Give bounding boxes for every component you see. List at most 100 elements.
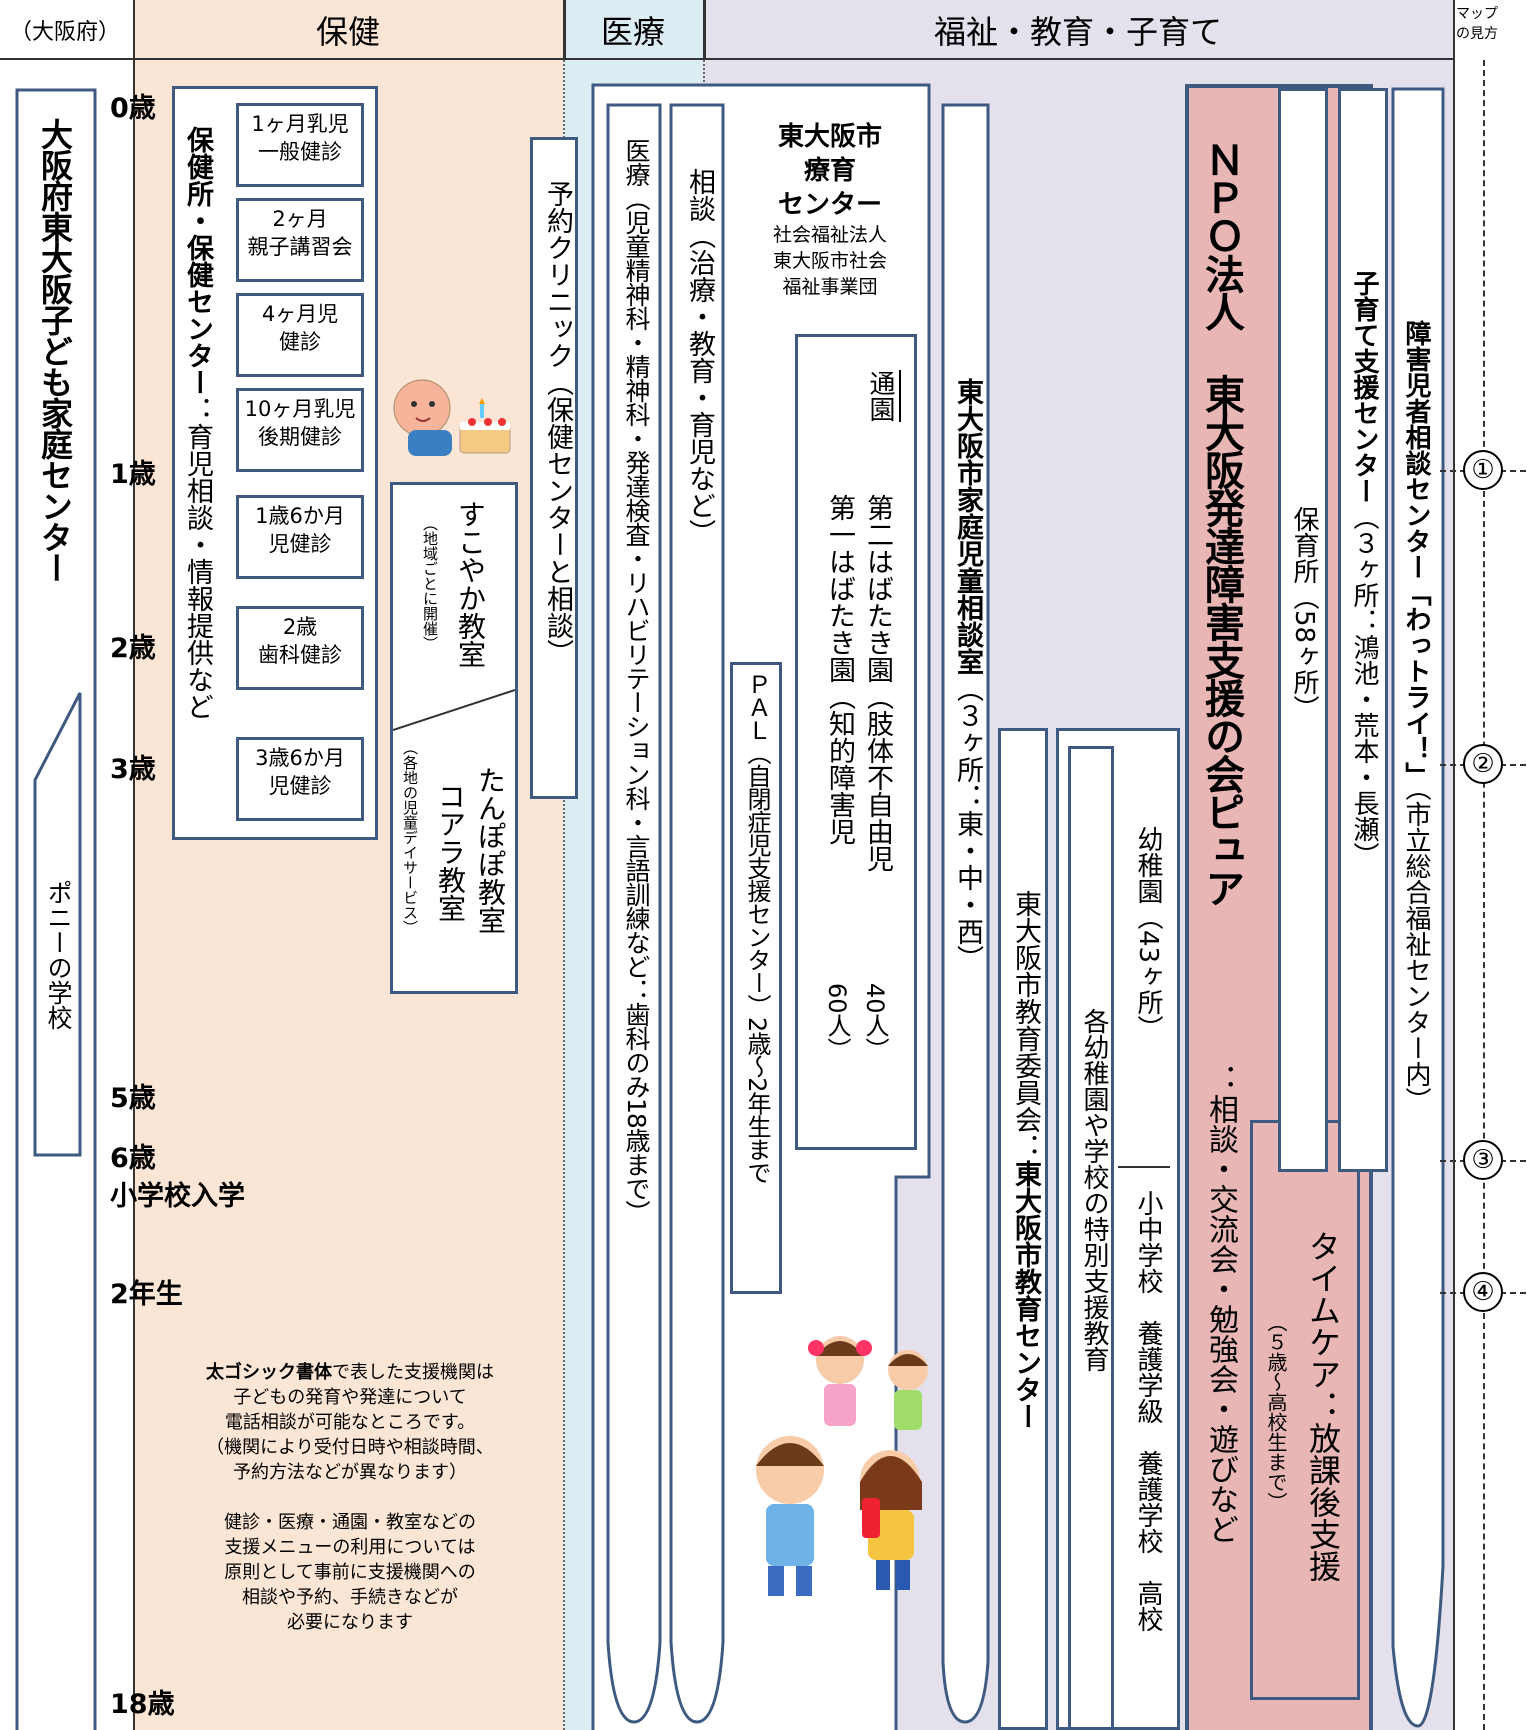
note-line-10: 必要になります	[287, 1612, 413, 1633]
iryo-box	[606, 103, 662, 1724]
iryo-fukushi-divider	[703, 0, 706, 58]
checkup-2month: 2ヶ月親子講習会	[236, 198, 364, 282]
map-guide-line2: の見方	[1456, 26, 1498, 42]
hokensho-desc: ：育児相談・情報提供など	[182, 396, 213, 720]
age-3: 3歳	[110, 754, 156, 785]
prefecture-header: （大阪府）	[9, 20, 120, 45]
yoyaku-clinic-box	[530, 137, 578, 799]
note-line-5: 予約方法などが異なります）	[233, 1462, 467, 1483]
checkup-10month: 10ヶ月乳児後期健診	[236, 388, 364, 472]
note-line-2: 子どもの発育や発達について	[233, 1387, 467, 1408]
pal-label: ＰＡＬ（自閉症児支援センター）2歳～2年生まで	[743, 672, 771, 1184]
pony-school-box	[33, 692, 82, 1157]
note-line-6: 健診・医療・通園・教室などの	[224, 1512, 476, 1533]
marker-3: ③	[1463, 1140, 1503, 1180]
kosodate-box	[1338, 88, 1388, 1172]
ryoiku-s2: 東大阪市社会	[772, 250, 887, 272]
hoken-header: 保健	[315, 13, 380, 51]
note-line-8: 原則として事前に支援機関への	[224, 1562, 476, 1583]
shogai-title: 障害児者相談センター「わっトライ！」	[1401, 320, 1431, 788]
note-line-1: 太ゴシック書体で表した支援機関は	[206, 1362, 494, 1383]
ryoiku-center-title: 東大阪市 療育 センター 社会福祉法人 東大阪市社会 福祉事業団	[740, 120, 920, 300]
age-5: 5歳	[110, 1083, 156, 1114]
age-2: 2歳	[110, 633, 156, 664]
yochien-school-divider	[1118, 1166, 1170, 1168]
map-guide-line1: マップ	[1456, 6, 1498, 22]
ryoiku-t3: センター	[777, 190, 882, 220]
sukoyaka-title: すこやか教室	[454, 500, 487, 668]
marker-4: ④	[1463, 1272, 1503, 1312]
ryoiku-t1: 東大阪市	[777, 122, 882, 152]
sukoyaka-tanpopo-box	[390, 482, 518, 994]
pony-school-label: ポニーの学校	[44, 880, 73, 1030]
tsuen-course-2: 第一はばたき園（知的障害児	[824, 494, 855, 845]
npo-pure-inner	[1190, 89, 1246, 1730]
note-line-4: （機関により受付日時や相談時間、	[206, 1437, 494, 1458]
header-underline	[0, 58, 1453, 60]
yoyaku-clinic-label: 予約クリニック（保健センターと相談）	[542, 180, 573, 666]
osaka-center-label: 大阪府東大阪子ども家庭センター	[36, 118, 74, 583]
npo-pure-desc: ：相談・交流会・勉強会・遊びなど	[1203, 1064, 1238, 1544]
hokensho-label: 保健所・保健センター：育児相談・情報提供など	[180, 126, 214, 720]
kosodate-sub: （３ヶ所：鴻池・荒本・長瀬）	[1349, 504, 1379, 868]
tsuen-box	[795, 334, 917, 1150]
grade-2: 2年生	[110, 1279, 183, 1310]
note-bold: 太ゴシック書体	[206, 1362, 332, 1383]
katei-jido-label: 東大阪市家庭児童相談室（３ヶ所：東・中・西）	[948, 378, 987, 972]
checkup-1y6m: 1歳6か月児健診	[236, 495, 364, 579]
shogai-sub: （市立総合福祉センター内）	[1401, 788, 1431, 1113]
shogai-box	[1391, 87, 1445, 1728]
school-label: 小中学校 養護学級 養護学校 高校	[1133, 1190, 1163, 1632]
tsuen-label: 通園	[862, 370, 901, 422]
tokubetsu-box	[1068, 746, 1114, 1730]
npo-pure-title: ＮＰＯ法人 東大阪発達障害支援の会ピュア	[1198, 140, 1244, 906]
iryo-label: 医療（児童精神科・精神科・発達検査・リハビリテーション科・言語訓練など：歯科のみ…	[622, 138, 651, 1224]
kyoiku-bold: 東大阪市教育センター	[1010, 1160, 1041, 1430]
tsuen-course-1: 第二はばたき園（肢体不自由児	[862, 494, 893, 872]
katei-jido-box	[941, 103, 990, 1724]
age-1: 1歳	[110, 459, 156, 490]
note-line-9: 相談や予約、手続きなどが	[242, 1587, 458, 1608]
sukoyaka-divider	[393, 689, 515, 731]
hoikusho-label: 保育所（58ヶ所）	[1289, 506, 1319, 722]
hoken-iryo-divider	[563, 0, 566, 58]
ryoiku-t2: 療育	[803, 156, 856, 186]
katei-jido-sub: （３ヶ所：東・中・西）	[952, 675, 983, 972]
map-guide-dashed	[1483, 60, 1485, 1730]
pal-box	[730, 662, 782, 1294]
iryo-header: 医療	[600, 13, 665, 51]
tanpopo-sub: （各地の児童デイサービス）	[401, 740, 419, 935]
note-line-7: 支援メニューの利用については	[224, 1537, 476, 1558]
hokensho-title: 保健所・保健センター	[182, 126, 213, 396]
note-line-3: 電話相談が可能なところです。	[224, 1412, 476, 1433]
shogai-label: 障害児者相談センター「わっトライ！」（市立総合福祉センター内）	[1398, 320, 1435, 1113]
tokubetsu-label: 各幼稚園や学校の特別支援教育	[1079, 1008, 1109, 1372]
yochien-label: 幼稚園（43ヶ所）	[1133, 826, 1163, 1042]
sodan-label: 相談（治療・教育・育児など）	[684, 168, 715, 546]
age-18: 18歳	[110, 1689, 175, 1720]
sodan-box	[669, 103, 725, 1724]
marker-1: ①	[1463, 450, 1503, 490]
katei-jido-title: 東大阪市家庭児童相談室	[952, 378, 983, 675]
tanpopo-title-2: コアラ教室	[434, 782, 467, 922]
checkup-2y-dental: 2歳歯科健診	[236, 606, 364, 690]
map-guide-line	[1453, 0, 1455, 1730]
kosodate-title: 子育て支援センター	[1349, 270, 1379, 504]
ryoiku-s3: 福祉事業団	[782, 276, 878, 298]
kyoiku-pre: 東大阪市教育委員会：	[1010, 890, 1041, 1160]
sukoyaka-sub: （地域ごとに開催）	[421, 516, 439, 651]
ryoiku-s1: 社会福祉法人	[772, 224, 887, 246]
age-0: 0歳	[110, 93, 156, 124]
children-illustration	[756, 1336, 928, 1596]
marker-2: ②	[1463, 744, 1503, 784]
tanpopo-title-1: たんぽぽ教室	[474, 766, 507, 934]
tsuen-course-2-count: 60人）	[823, 983, 851, 1062]
map-guide-header: マップ の見方	[1456, 4, 1526, 44]
tsuen-course-1-count: 40人）	[861, 983, 889, 1062]
fukushi-header: 福祉・教育・子育て	[933, 13, 1222, 51]
kyoiku-center-box	[998, 728, 1048, 1730]
checkup-4month: 4ヶ月児健診	[236, 293, 364, 377]
checkup-3y6m: 3歳6か月児健診	[236, 737, 364, 821]
hoikusho-box	[1278, 88, 1328, 1172]
timecare-title: タイムケア：放課後支援	[1304, 1230, 1342, 1582]
